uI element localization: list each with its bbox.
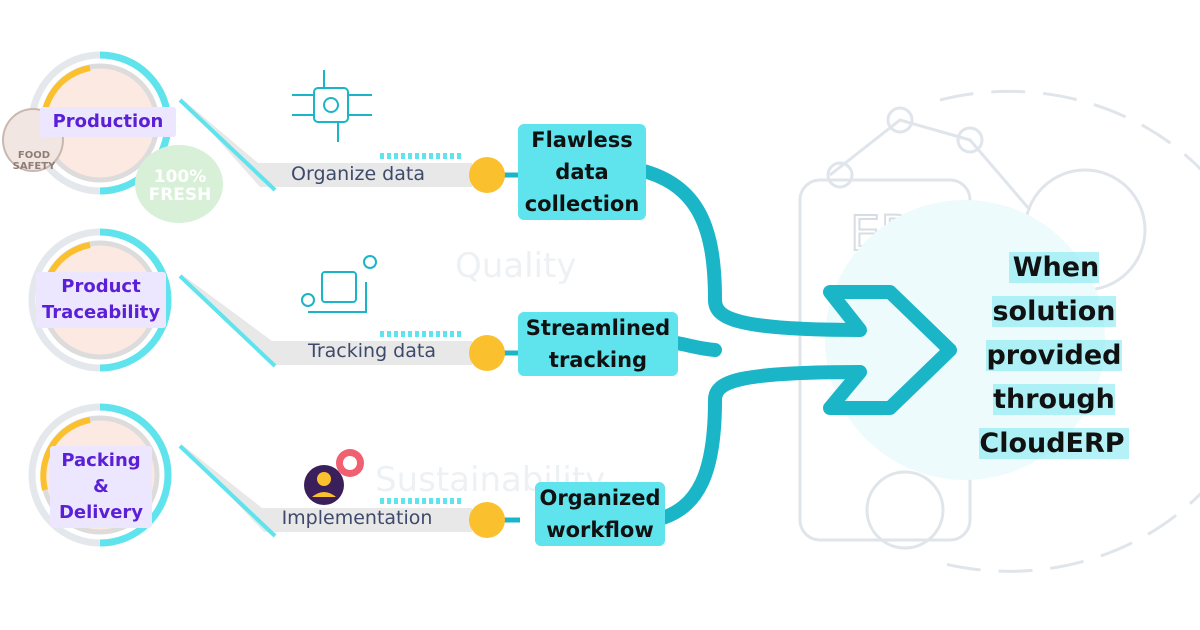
flow-connector-line xyxy=(178,274,277,368)
package-route-icon xyxy=(301,255,377,313)
stage-accent-arc xyxy=(99,228,172,372)
food-safety-badge-text: FOOD SAFETY xyxy=(12,150,56,172)
result-text-label: When solution provided through CloudERP xyxy=(979,252,1129,459)
quality-watermark: Quality xyxy=(455,246,577,286)
flow-bar xyxy=(180,273,472,365)
flow-label-implementation: Implementation xyxy=(281,507,433,529)
flow-bar xyxy=(180,97,472,187)
stage-yellow-arc xyxy=(40,417,91,491)
result-text: When solution provided through CloudERP xyxy=(972,246,1136,466)
benefit-flawless-data-collection: Flawless data collection xyxy=(518,124,646,220)
flow-connector-line xyxy=(178,98,277,192)
chip-gear-icon xyxy=(292,70,372,142)
person-gears-icon xyxy=(304,449,364,505)
fresh-badge xyxy=(135,145,223,223)
benefit-streamlined-tracking: Streamlined tracking xyxy=(518,312,678,376)
benefit-organized-workflow: Organized workflow xyxy=(535,482,665,546)
fresh-badge-text: 100% FRESH xyxy=(148,167,212,205)
stage-label-production: Production xyxy=(40,107,176,137)
flow-node-dot xyxy=(469,335,505,371)
flow-label-tracking-data: Tracking data xyxy=(308,340,436,362)
stage-accent-arc xyxy=(99,403,172,547)
flow-bar xyxy=(180,443,472,532)
flow-node-dot xyxy=(469,157,505,193)
flow-connector-line xyxy=(178,444,277,538)
stage-label-packing-delivery: Packing & Delivery xyxy=(50,446,152,528)
stage-label-product-traceability: Product Traceability xyxy=(36,272,166,328)
merge-arrow xyxy=(633,163,957,527)
flow-node-dot xyxy=(469,502,505,538)
flow-label-organize-data: Organize data xyxy=(291,163,425,185)
